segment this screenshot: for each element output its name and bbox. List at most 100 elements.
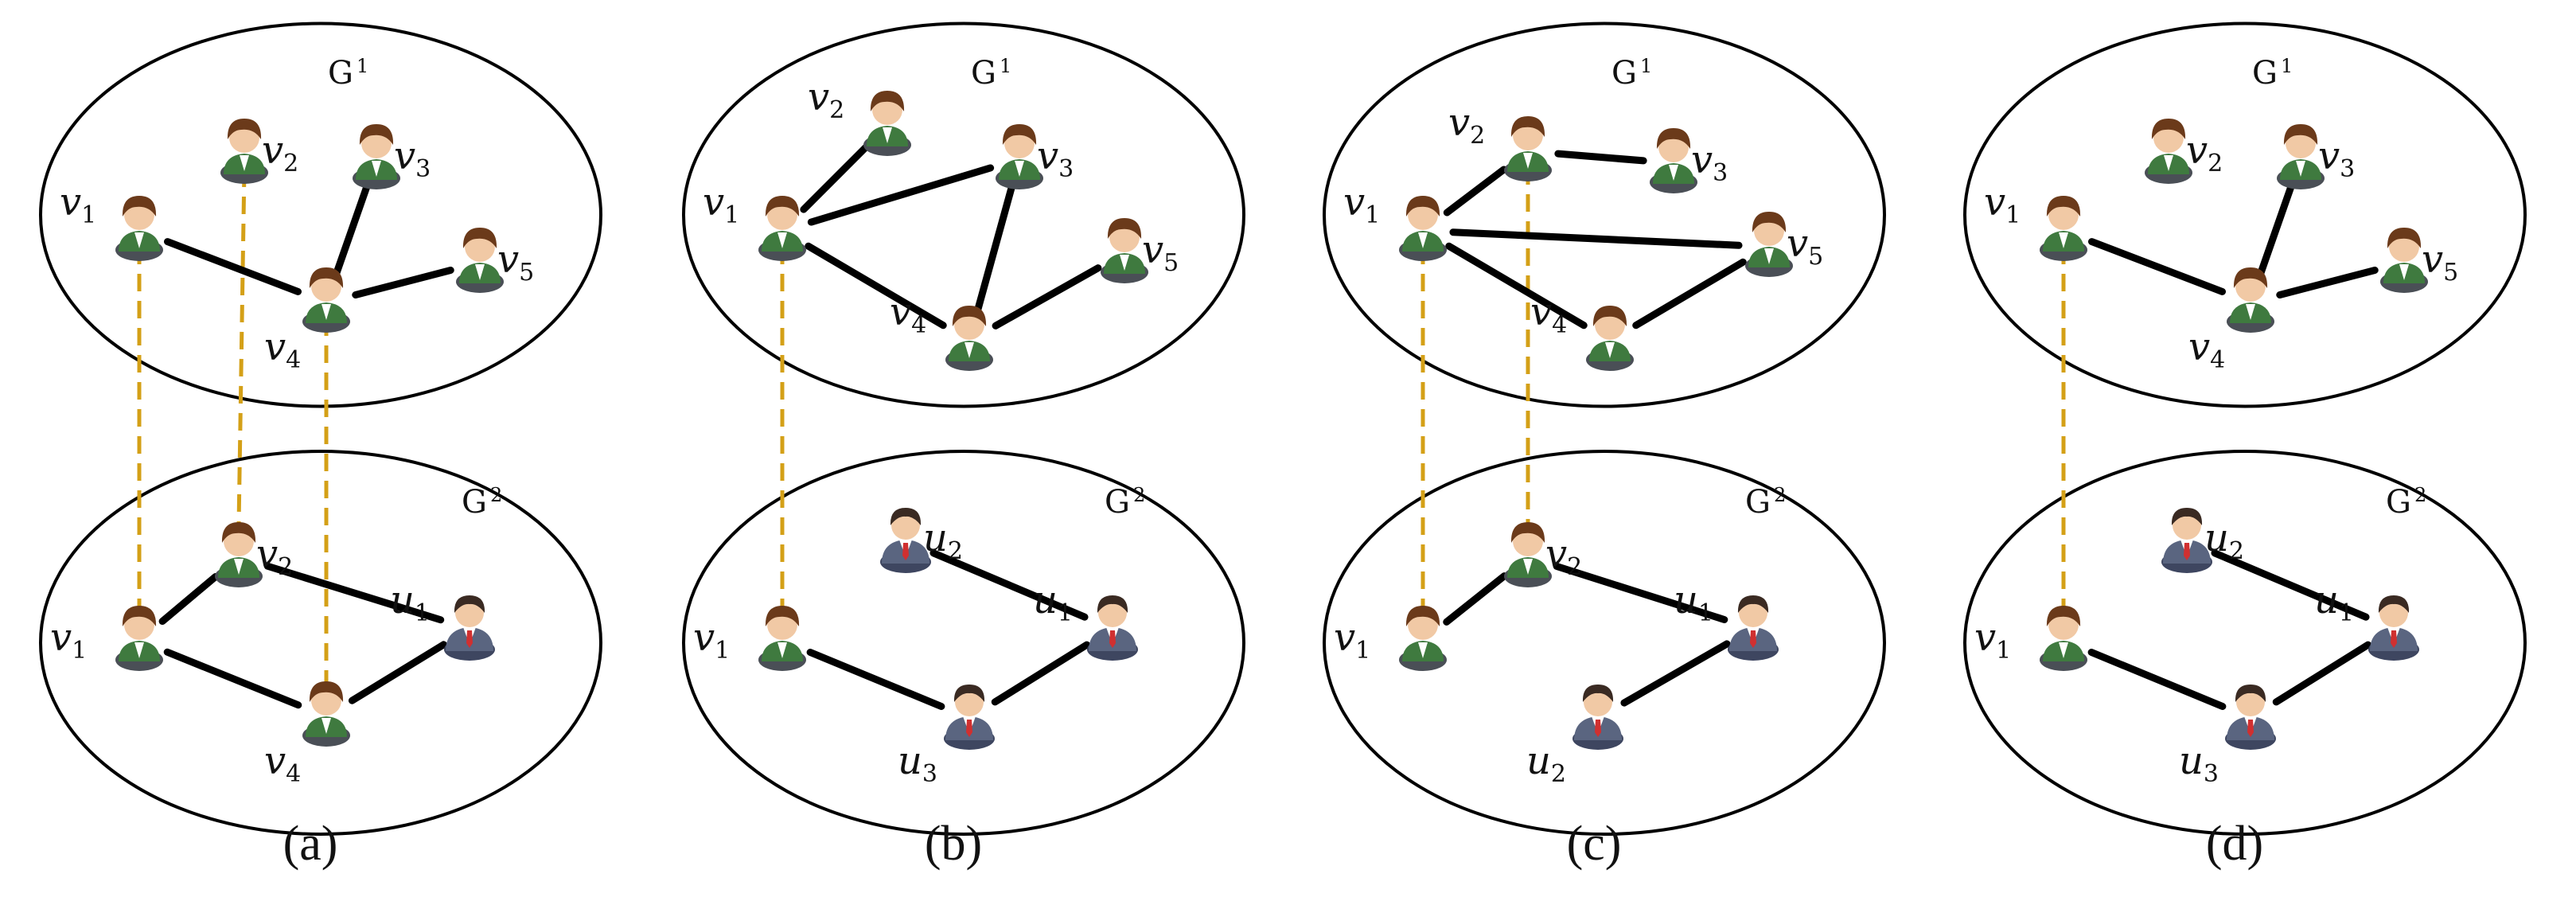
node-label-g2-u2: u2 bbox=[1526, 739, 1566, 788]
edge-g1-v4-v5 bbox=[1632, 258, 1747, 330]
node-label-g2-v1: v1 bbox=[50, 615, 87, 665]
node-label-g2-v2: v2 bbox=[1545, 532, 1582, 581]
collar bbox=[1523, 559, 1533, 575]
node-label-g1-v2: v2 bbox=[1448, 100, 1485, 150]
hair bbox=[2171, 508, 2203, 525]
user-green-shirt-icon bbox=[115, 606, 163, 671]
graph-g1-boundary bbox=[682, 21, 1245, 408]
hair bbox=[890, 508, 922, 525]
edge-g1-v1-v2 bbox=[1443, 166, 1508, 216]
hair bbox=[952, 306, 987, 326]
face bbox=[2236, 688, 2265, 716]
edge-g1-v3-v4 bbox=[973, 185, 1015, 315]
edge-g2-v1-v4 bbox=[163, 648, 302, 709]
collar bbox=[2399, 264, 2409, 280]
user-suit-red-tie-icon bbox=[2368, 595, 2419, 661]
edge-g1-v1-v2 bbox=[800, 143, 870, 213]
hair bbox=[359, 124, 394, 145]
edge-g2-v1-u3 bbox=[806, 648, 945, 711]
user-green-shirt-icon bbox=[2277, 124, 2325, 189]
hair bbox=[2151, 119, 2186, 139]
edge-g1-v3-v4 bbox=[2257, 184, 2294, 278]
collar bbox=[883, 127, 892, 143]
panel-caption: (c) bbox=[1567, 817, 1622, 871]
hair bbox=[2046, 606, 2081, 626]
user-green-shirt-icon bbox=[1399, 606, 1447, 671]
collar bbox=[2059, 642, 2068, 658]
user-green-shirt-icon bbox=[302, 267, 350, 333]
hair bbox=[2378, 595, 2410, 613]
user-green-shirt-icon bbox=[1504, 522, 1552, 587]
node-label-g2-u3: u3 bbox=[2179, 739, 2219, 788]
collar bbox=[1669, 165, 1678, 181]
node-label-g1-v3: v3 bbox=[1037, 134, 1074, 183]
collar bbox=[777, 232, 787, 248]
node-label-g2-u1: u1 bbox=[1033, 578, 1073, 627]
graph-g2-boundary bbox=[39, 450, 602, 836]
edge-g1-v1-v4 bbox=[2087, 238, 2227, 295]
node-label-g2-u1: u1 bbox=[2314, 578, 2354, 627]
tie bbox=[1750, 630, 1756, 648]
node-label-g2-u1: u1 bbox=[1674, 578, 1713, 627]
tie bbox=[2184, 543, 2190, 560]
hair bbox=[1656, 128, 1691, 149]
hair bbox=[221, 522, 256, 543]
collar bbox=[240, 155, 249, 171]
user-green-shirt-icon bbox=[1504, 116, 1552, 181]
collar bbox=[1418, 642, 1428, 658]
collar bbox=[777, 642, 787, 658]
user-green-shirt-icon bbox=[1745, 212, 1793, 277]
face bbox=[2379, 599, 2408, 627]
user-green-shirt-icon bbox=[2040, 196, 2087, 261]
user-suit-red-tie-icon bbox=[444, 595, 495, 661]
node-label-g2-v1: v1 bbox=[1974, 615, 2011, 665]
graph-g2-boundary bbox=[682, 450, 1245, 836]
tie bbox=[2391, 630, 2397, 648]
edge-g2-v2-u1 bbox=[1553, 563, 1728, 623]
hair bbox=[1592, 306, 1627, 326]
graph-g1-boundary bbox=[39, 21, 602, 408]
node-label-g1-v3: v3 bbox=[394, 134, 431, 183]
face bbox=[1098, 599, 1127, 627]
hair bbox=[953, 685, 985, 702]
collar bbox=[2059, 232, 2068, 248]
user-green-shirt-icon bbox=[1650, 128, 1697, 193]
edge-g2-u3-u1 bbox=[991, 641, 1091, 706]
graph-g1-boundary bbox=[1963, 21, 2527, 408]
edge-g1-v1-v3 bbox=[807, 164, 995, 226]
node-label-g2-u1: u1 bbox=[390, 578, 430, 627]
panel-caption: (d) bbox=[2206, 817, 2263, 871]
user-suit-red-tie-icon bbox=[2225, 685, 2276, 750]
node-label-g1-v5: v5 bbox=[497, 237, 534, 287]
edge-g2-v1-v2 bbox=[158, 572, 220, 626]
collar bbox=[134, 642, 144, 658]
user-green-shirt-icon bbox=[2145, 119, 2192, 184]
user-green-shirt-icon bbox=[863, 91, 911, 156]
user-suit-red-tie-icon bbox=[1087, 595, 1138, 661]
face bbox=[955, 688, 984, 716]
hair bbox=[1752, 212, 1787, 232]
node-label-g1-v1: v1 bbox=[1984, 180, 2021, 229]
hair bbox=[2387, 228, 2422, 248]
user-green-shirt-icon bbox=[1586, 306, 1634, 371]
collar bbox=[2246, 304, 2255, 320]
node-label-g1-v5: v5 bbox=[1787, 221, 1823, 271]
user-green-shirt-icon bbox=[456, 228, 504, 293]
hair bbox=[2046, 196, 2081, 216]
hair bbox=[1097, 595, 1128, 613]
edge-g1-v1-v4 bbox=[1445, 242, 1588, 330]
hair bbox=[1737, 595, 1769, 613]
node-label-g1-v2: v2 bbox=[2186, 128, 2223, 177]
face bbox=[1584, 688, 1612, 716]
edge-g2-u3-u1 bbox=[2272, 641, 2372, 706]
node-label-g1-v2: v2 bbox=[262, 128, 298, 177]
hair bbox=[227, 119, 262, 139]
edge-g2-v1-v2 bbox=[1443, 572, 1508, 626]
node-label-g2-u2: u2 bbox=[2204, 516, 2244, 565]
